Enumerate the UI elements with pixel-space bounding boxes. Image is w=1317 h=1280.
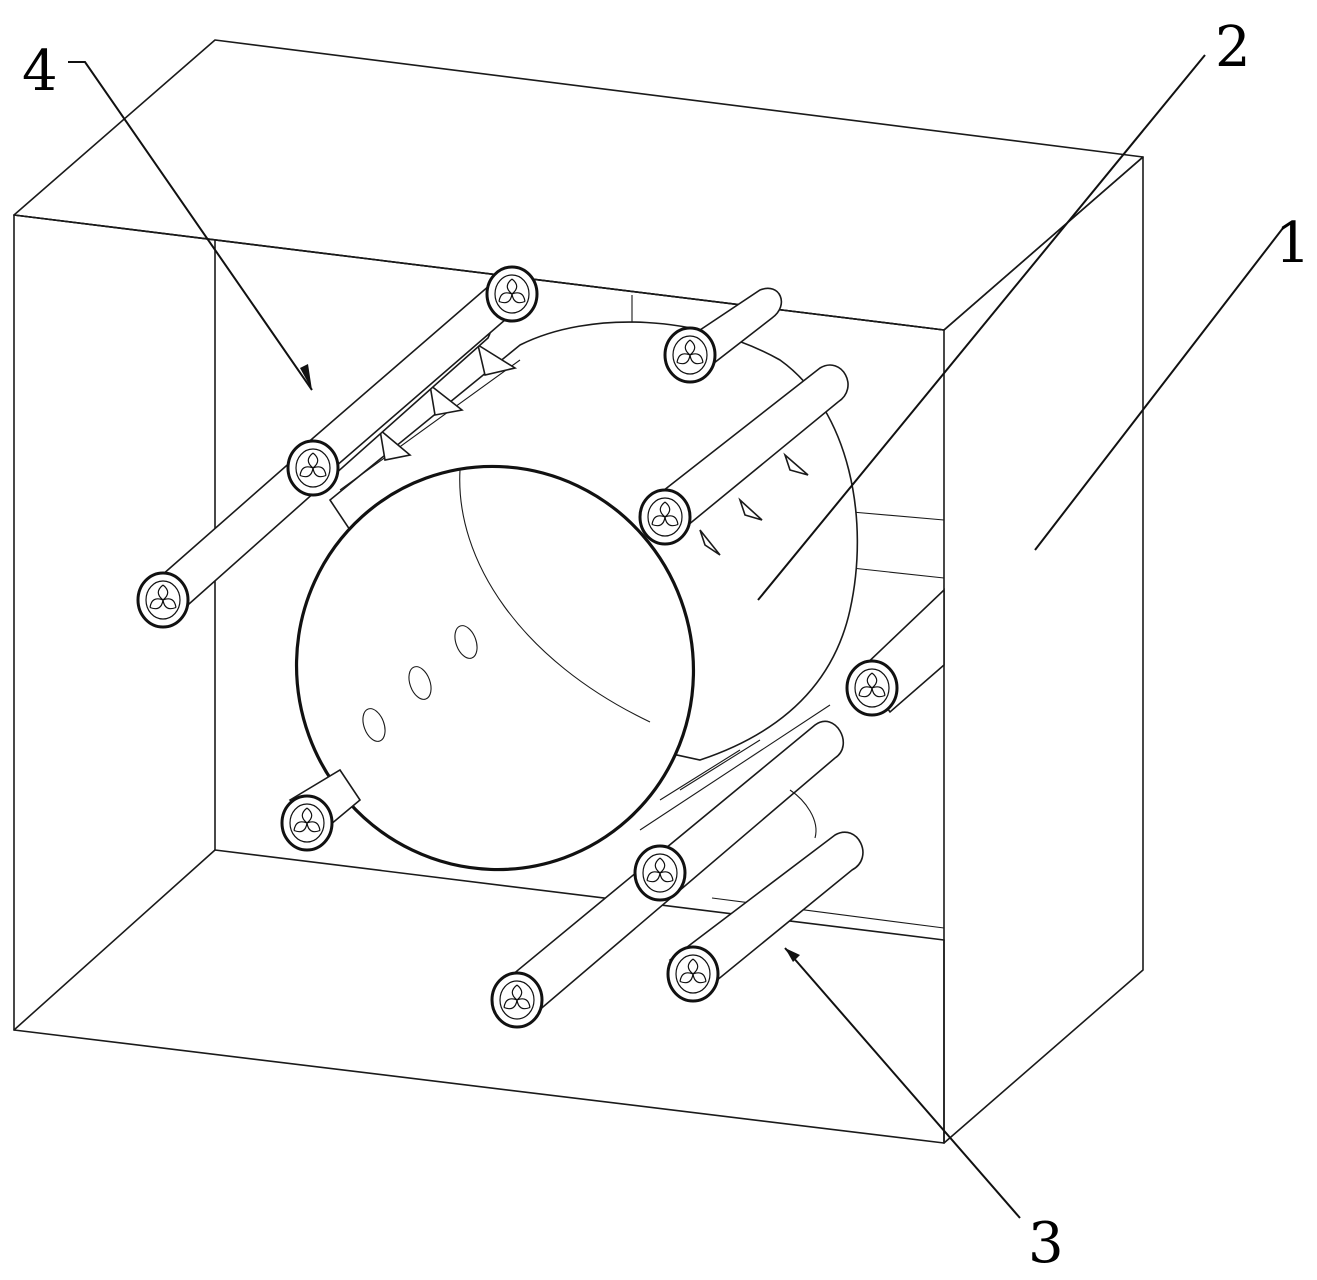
rod-end-cap: [663, 326, 717, 384]
rod-end-cap: [286, 439, 340, 497]
rod-end-caps: [136, 265, 899, 1029]
rod-end-cap: [485, 265, 539, 323]
rod-end-cap: [490, 971, 544, 1029]
rod-end-cap: [845, 659, 899, 717]
rod-end-cap: [633, 844, 687, 902]
rod-end-cap: [638, 488, 692, 546]
label-2: 2: [1215, 15, 1251, 80]
rod-end-cap: [666, 945, 720, 1003]
label-4: 4: [22, 39, 58, 104]
drum-front-face: [294, 464, 696, 872]
label-1: 1: [1275, 211, 1311, 276]
rod-end-cap: [280, 794, 334, 852]
leader-lines: [68, 54, 1284, 1219]
teeth-strip-upper: [339, 343, 521, 491]
housing-box: [13, 39, 1144, 1144]
teeth-strip-lower: [639, 704, 831, 831]
rod-end-cap: [136, 571, 190, 629]
label-3: 3: [1028, 1211, 1064, 1275]
teeth-strip-right: [699, 452, 809, 556]
